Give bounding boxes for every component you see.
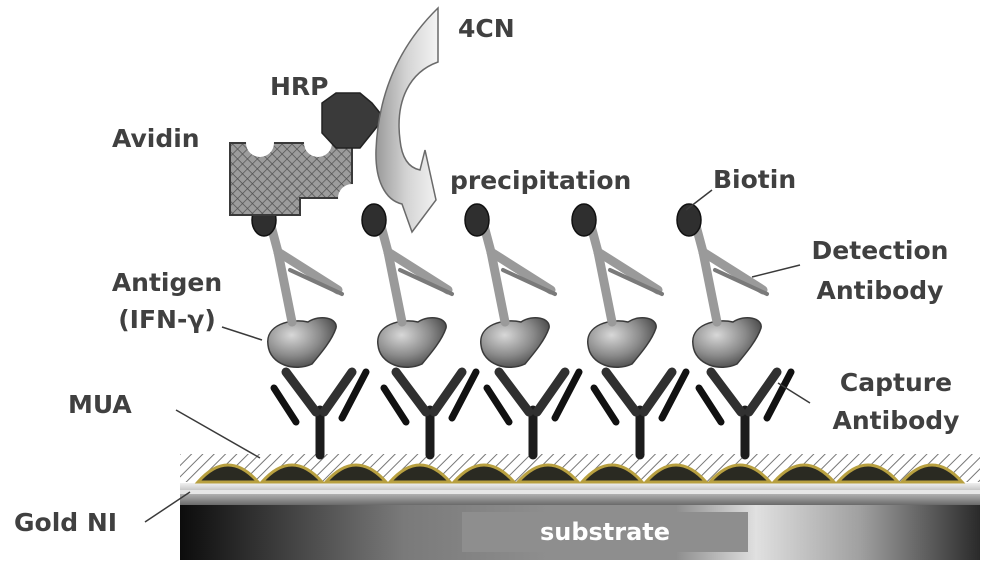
capture-antibody: [270, 367, 370, 460]
antigen: [377, 316, 447, 368]
leader-lines: [144, 189, 811, 523]
gold-island: [514, 463, 582, 484]
gold-island: [834, 463, 902, 484]
biotin: [676, 203, 702, 237]
gold-island: [706, 463, 774, 484]
label-mua: MUA: [68, 390, 132, 419]
capture-antibodies: [270, 367, 795, 460]
label-capture-line2: Antibody: [832, 406, 960, 435]
gold-island: [322, 463, 390, 484]
gold-island: [770, 463, 838, 484]
detection-antibody: [690, 217, 769, 327]
detection-antibody: [265, 217, 344, 327]
biotin: [361, 203, 387, 237]
label-biotin: Biotin: [713, 165, 797, 194]
leader-mua: [175, 409, 261, 459]
label-precipitation: precipitation: [450, 166, 632, 195]
avidin-molecule: [229, 129, 366, 229]
4cn-arrow: [375, 6, 439, 234]
detection-antibody: [478, 217, 557, 327]
label-detection-line1: Detection: [811, 236, 949, 265]
gold-layer: [180, 483, 980, 505]
capture-antibody: [695, 367, 795, 460]
biotins: [251, 203, 702, 237]
label-hrp: HRP: [270, 72, 329, 101]
gold-island: [898, 463, 966, 484]
label-avidin: Avidin: [112, 124, 200, 153]
capture-antibody: [483, 367, 583, 460]
antigen: [587, 316, 657, 368]
detection-antibody: [585, 217, 664, 327]
label-detection-line2: Antibody: [816, 276, 944, 305]
label-gold-ni: Gold NI: [14, 508, 118, 537]
biotin: [571, 203, 597, 237]
label-capture-line1: Capture: [839, 368, 953, 397]
antigen: [267, 316, 337, 368]
label-antigen-line1: Antigen: [111, 268, 223, 297]
gold-island: [642, 463, 710, 484]
label-antigen-line2: (IFN-γ): [118, 305, 216, 334]
antigens: [267, 316, 762, 368]
gold-nanoislands: [194, 463, 966, 484]
antigen: [480, 316, 550, 368]
biotin: [464, 203, 490, 237]
gold-island: [386, 463, 454, 484]
label-substrate: substrate: [539, 518, 671, 546]
label-4cn: 4CN: [458, 14, 515, 43]
gold-island: [258, 463, 326, 484]
leader-biotin: [685, 189, 713, 211]
capture-antibody: [380, 367, 480, 460]
gold-island: [450, 463, 518, 484]
leader-detection: [751, 264, 801, 278]
detection-antibody: [375, 217, 454, 327]
hrp-enzyme: [321, 92, 385, 149]
substrate: [180, 505, 980, 560]
detection-antibodies: [265, 217, 769, 327]
leader-gold: [144, 491, 191, 523]
leader-capture: [777, 382, 811, 404]
gold-island: [194, 463, 262, 484]
gold-island: [578, 463, 646, 484]
leader-antigen: [221, 326, 263, 341]
antigen: [692, 316, 762, 368]
capture-antibody: [590, 367, 690, 460]
